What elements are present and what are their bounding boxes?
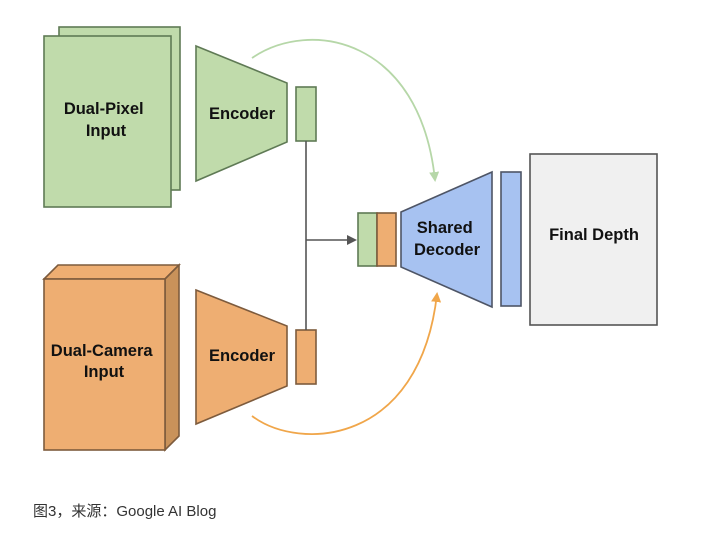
orange-skip-arrow: [251, 292, 442, 435]
encoder-top-label: Encoder: [209, 105, 276, 123]
decoder-output-feature: [500, 171, 522, 307]
dual-pixel-input-block: Dual-Pixel Input: [43, 26, 181, 208]
green-skip-arrow: [251, 39, 440, 182]
shared-decoder-label-line1: Shared: [417, 219, 473, 237]
concatenated-features: [357, 212, 397, 267]
shared-decoder-block: Shared Decoder: [400, 170, 493, 309]
svg-text:Dual-Camera Input: Dual-Camera Input: [51, 342, 157, 381]
feature-connector: [305, 141, 357, 330]
dual-camera-input-label-line2: Input: [84, 363, 125, 381]
encoder-bottom-block: Encoder: [195, 288, 288, 426]
final-depth-label: Final Depth: [549, 226, 639, 244]
encoder-top-feature: [295, 86, 317, 142]
encoder-top-block: Encoder: [195, 44, 288, 183]
shared-decoder-label-line2: Decoder: [414, 241, 481, 259]
encoder-bottom-label: Encoder: [209, 347, 276, 365]
dual-pixel-input-label-line2: Input: [86, 122, 127, 140]
svg-text:Shared Decoder: Shared Decoder: [414, 219, 481, 259]
svg-text:Dual-Pixel Input: Dual-Pixel Input: [64, 100, 148, 140]
figure-caption: 图3，来源：Google AI Blog: [33, 503, 217, 520]
dual-camera-input-block: Dual-Camera Input: [42, 263, 181, 452]
dual-camera-input-label-line1: Dual-Camera: [51, 342, 154, 360]
encoder-bottom-feature: [295, 329, 317, 385]
final-depth-block: Final Depth: [529, 153, 658, 326]
dual-pixel-input-label-line1: Dual-Pixel: [64, 100, 144, 118]
